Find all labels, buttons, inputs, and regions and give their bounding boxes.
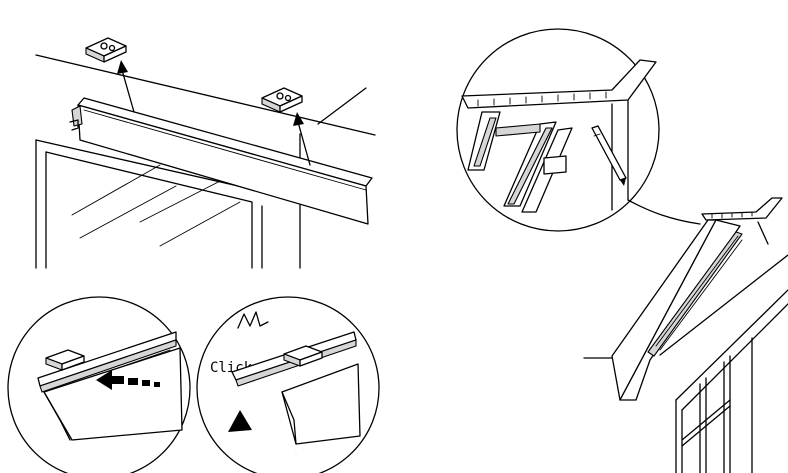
detail-circle-slide xyxy=(7,296,191,473)
detail-circle-snap xyxy=(196,296,380,473)
valance-long xyxy=(611,219,717,401)
wall-corner-line xyxy=(317,87,367,125)
ruler-ticks xyxy=(477,91,607,107)
arrow-up-icon xyxy=(293,112,311,166)
pencil-icon xyxy=(591,125,627,186)
step-slide-detail xyxy=(7,296,191,473)
arrow-up-icon xyxy=(117,60,135,113)
window-frame-right xyxy=(659,254,788,473)
window-frame xyxy=(35,133,301,269)
step-snap-detail: Click xyxy=(196,296,380,473)
ruler-ticks-small xyxy=(711,211,753,219)
bracket-icon xyxy=(45,349,85,371)
pencil-icon xyxy=(757,221,769,245)
arrow-right-dashed-icon xyxy=(96,370,160,390)
ceiling-bracket-right xyxy=(261,87,303,113)
detail-circle-mark xyxy=(456,28,660,232)
ceiling-line xyxy=(35,54,376,136)
step-mount-overview xyxy=(35,37,376,269)
bracket-icon xyxy=(261,87,303,113)
callout-tail xyxy=(627,199,701,225)
bracket-icon xyxy=(85,37,127,63)
step-installed-view xyxy=(583,197,788,473)
burst-icon xyxy=(237,311,269,329)
valance-box xyxy=(69,97,373,225)
curved-arrow-icon xyxy=(228,410,297,459)
ceiling-bracket-left xyxy=(85,37,127,63)
bracket-icon xyxy=(283,345,323,367)
step-mark-detail xyxy=(456,28,701,232)
